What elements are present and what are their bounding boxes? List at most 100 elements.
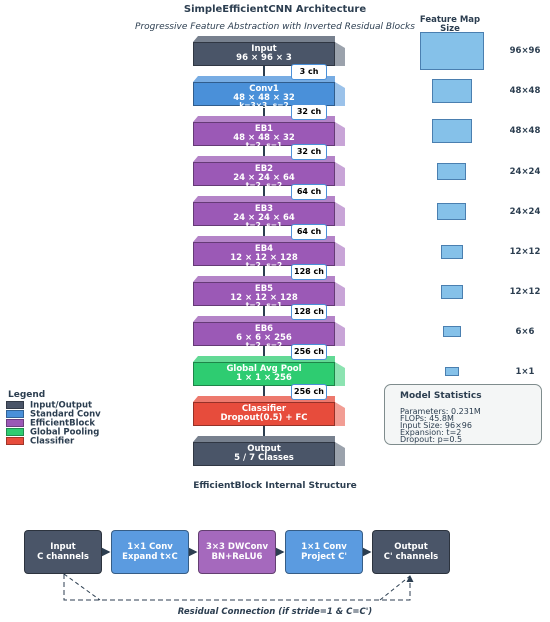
box-line: 1×1 Conv	[301, 542, 347, 552]
feature-map-box	[432, 79, 472, 103]
block-top-face	[193, 436, 335, 442]
diagram-subtitle: Progressive Feature Abstraction with Inv…	[135, 22, 415, 32]
block-label-l1: Output	[247, 444, 281, 454]
block-top-face	[193, 196, 335, 202]
block-label-l1: Classifier	[241, 404, 287, 414]
block-side-face	[335, 322, 345, 346]
channel-label: 32 ch	[291, 104, 327, 120]
block-side-face	[335, 402, 345, 426]
block-label-l1: EB6	[254, 324, 274, 334]
block-top-face	[193, 396, 335, 402]
diagram-title: SimpleEfficientCNN Architecture	[183, 4, 367, 15]
stats-line: Expansion: t=2	[400, 428, 462, 437]
feature-map-box	[441, 285, 463, 299]
residual-connection	[63, 574, 414, 601]
feature-map-label: 6×6	[515, 327, 535, 337]
box-line: BN+ReLU6	[211, 552, 263, 562]
model-stats-panel	[384, 384, 542, 445]
stats-line: FLOPs: 45.8M	[400, 414, 454, 423]
connector	[263, 184, 265, 200]
block-side-face	[335, 162, 345, 186]
feature-map-label: 48×48	[509, 86, 541, 96]
block-side-face	[335, 362, 345, 386]
connector	[263, 104, 265, 120]
connector	[263, 264, 265, 280]
block-label-l1: EB2	[254, 164, 274, 174]
connector	[263, 64, 265, 80]
block-side-face	[335, 282, 345, 306]
box-line: Expand t×C	[122, 552, 178, 562]
feature-map-box	[443, 326, 461, 337]
feature-map-label: 96×96	[509, 46, 541, 56]
block-label-l2: 1 × 1 × 256	[236, 373, 292, 383]
feature-map-box	[437, 163, 466, 180]
block-top-face	[193, 276, 335, 282]
block-side-face	[335, 82, 345, 106]
block-label-l2: 6 × 6 × 256	[236, 333, 292, 343]
legend-swatch	[6, 410, 24, 418]
block-label-l3: t=2, s=2	[245, 181, 283, 190]
feature-map-label: 24×24	[509, 207, 541, 217]
block-top-face	[193, 356, 335, 362]
channel-label: 3 ch	[291, 64, 327, 80]
legend-label: Classifier	[30, 436, 75, 447]
block-label-l1: Global Avg Pool	[226, 364, 302, 374]
legend-swatch	[6, 401, 24, 409]
legend-title: Legend	[8, 390, 46, 400]
residual-diagonal	[379, 575, 411, 601]
channel-label: 64 ch	[291, 184, 327, 200]
channel-label: 32 ch	[291, 144, 327, 160]
feature-map-box	[432, 119, 472, 143]
connector	[263, 224, 265, 240]
residual-diagonal	[63, 573, 101, 601]
legend-item: EfficientBlock	[6, 419, 95, 428]
stats-line: Input Size: 96×96	[400, 421, 472, 430]
block-label-l1: EB3	[254, 204, 274, 214]
feature-map-label: 12×12	[509, 247, 541, 257]
feature-map-label: 1×1	[515, 367, 535, 377]
block-label-l2: 96 × 96 × 3	[236, 53, 292, 63]
box-line: 3×3 DWConv	[205, 542, 268, 552]
block-label-l1: EB5	[254, 284, 274, 294]
connector	[263, 304, 265, 320]
legend-label: Global Pooling	[30, 427, 100, 438]
block-side-face	[335, 242, 345, 266]
block-label-l2: 24 × 24 × 64	[233, 173, 295, 183]
box-line: Output	[394, 542, 428, 552]
block-label-l2: 5 / 7 Classes	[234, 453, 294, 463]
box-line: Project C'	[301, 552, 347, 562]
block-label-l3: t=2, s=2	[245, 261, 283, 270]
feature-map-box	[437, 203, 466, 220]
residual-caption: Residual Connection (if stride=1 & C=C')	[177, 607, 373, 617]
channel-label: 256 ch	[291, 384, 327, 400]
model-stats-title: Model Statistics	[400, 391, 482, 401]
block-label-l2: 24 × 24 × 64	[233, 213, 295, 223]
legend-swatch	[6, 419, 24, 427]
feature-map-label: 48×48	[509, 126, 541, 136]
block-label-l2: 12 × 12 × 128	[230, 253, 298, 263]
box-line: C channels	[37, 552, 89, 562]
block-label-l3: t=2, s=1	[245, 141, 283, 150]
block-side-face	[335, 42, 345, 66]
channel-label: 128 ch	[291, 304, 327, 320]
feature-map-label: 12×12	[509, 287, 541, 297]
connector	[263, 424, 265, 440]
feature-map-box	[445, 367, 459, 376]
block-side-face	[335, 442, 345, 466]
block-label-l1: Input	[251, 44, 277, 54]
stats-line: Dropout: p=0.5	[400, 435, 463, 444]
block-top-face	[193, 116, 335, 122]
stats-line: Parameters: 0.231M	[400, 407, 481, 416]
connector	[263, 384, 265, 400]
